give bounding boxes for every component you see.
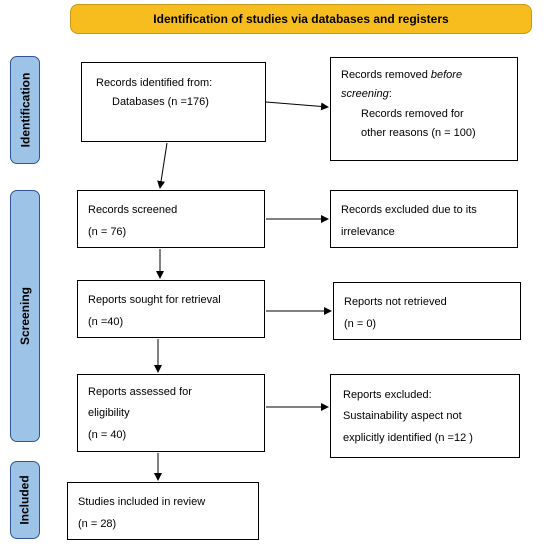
records-screened-line1: Records screened <box>88 204 178 216</box>
identification-header: Identification of studies via databases … <box>70 4 532 34</box>
records-excluded-line1: Records excluded due to its <box>341 204 477 216</box>
records-removed-before: before <box>430 69 463 81</box>
reports-assessed-box: Reports assessed for eligibility (n = 40… <box>77 374 265 452</box>
reports-not-retrieved-line1: Reports not retrieved <box>344 296 447 308</box>
header-title: Identification of studies via databases … <box>153 12 449 26</box>
records-identified-line2: Databases (n =176) <box>112 96 209 109</box>
reports-sought-line1: Reports sought for retrieval <box>88 294 221 306</box>
reports-excluded-box: Reports excluded: Sustainability aspect … <box>330 374 520 458</box>
records-removed-box: Records removed before screening: Record… <box>330 57 518 161</box>
records-removed-line4: other reasons (n = 100) <box>361 126 476 139</box>
arrow-identified-to-removed <box>265 101 329 111</box>
records-removed-text: Records removed <box>341 69 431 81</box>
phase-included: Included <box>10 461 40 539</box>
records-identified-line1: Records identified from: <box>96 77 213 89</box>
reports-not-retrieved-box: Reports not retrieved (n = 0) <box>333 282 521 340</box>
reports-not-retrieved-line2: (n = 0) <box>344 318 377 331</box>
records-removed-line3: Records removed for <box>361 107 464 120</box>
records-screened-line2: (n = 76) <box>88 226 127 239</box>
reports-excluded-line1: Reports excluded: <box>343 389 432 401</box>
reports-assessed-line3: (n = 40) <box>88 428 127 441</box>
records-identified-box: Records identified from: Databases (n =1… <box>81 62 266 142</box>
phase-screening: Screening <box>10 190 40 442</box>
studies-included-line2: (n = 28) <box>78 518 117 531</box>
reports-assessed-line2: eligibility <box>88 407 130 420</box>
records-removed-screening: screening <box>341 88 389 101</box>
phase-identification: Identification <box>10 56 40 164</box>
arrow-identified-to-screened <box>157 142 168 189</box>
reports-excluded-line2: Sustainability aspect not <box>343 410 462 423</box>
reports-sought-line2: (n =40) <box>88 316 124 329</box>
records-excluded-line2: irrelevance <box>341 226 395 239</box>
records-excluded-box: Records excluded due to its irrelevance <box>330 190 518 248</box>
reports-excluded-line3: explicitly identified (n =12 ) <box>343 431 473 444</box>
studies-included-box: Studies included in review (n = 28) <box>67 482 259 540</box>
reports-sought-box: Reports sought for retrieval (n =40) <box>77 280 265 338</box>
reports-assessed-line1: Reports assessed for <box>88 386 192 398</box>
studies-included-line1: Studies included in review <box>78 496 206 508</box>
records-screened-box: Records screened (n = 76) <box>77 190 265 248</box>
records-removed-colon: : <box>388 88 392 101</box>
